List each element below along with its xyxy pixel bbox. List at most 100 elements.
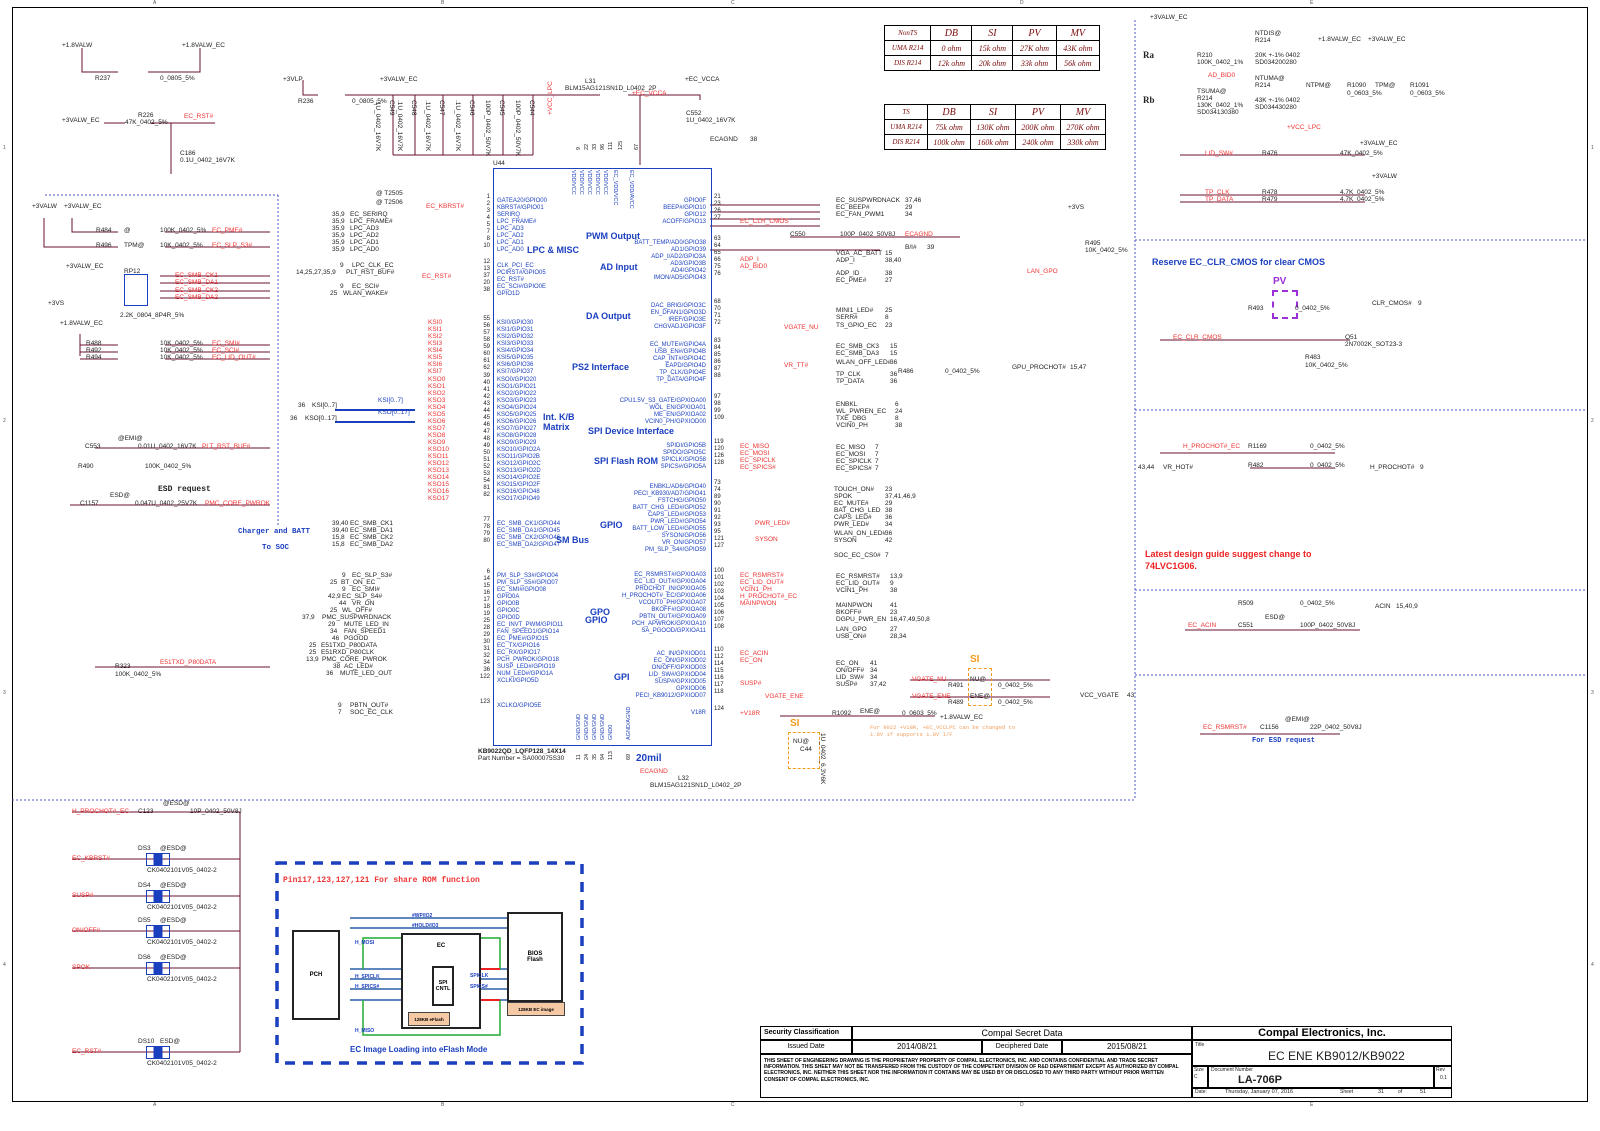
ec-chip-u44: [493, 168, 712, 746]
pin-label: ADP_I/AD2/GPIO3A: [651, 254, 706, 260]
tvs-diode-icon: [146, 962, 170, 975]
power-pin-number: 33: [592, 143, 598, 150]
pin-label: TP_CLK/GPIO4E: [659, 370, 706, 376]
pin-number: 104: [714, 596, 725, 602]
table-header: NonTS: [883, 25, 932, 41]
chip-part-number: Part Number = SA000075S30: [478, 755, 565, 762]
pin-number: 48: [483, 436, 490, 442]
pin-number: 56: [483, 323, 490, 329]
pin-number: 88: [714, 373, 721, 379]
pin-number: 126: [714, 453, 725, 459]
sheet-ref: 37,42: [870, 681, 887, 688]
value-label: 100P_0402_50V7K: [514, 100, 521, 157]
net-label: EC_SMB_CK1: [350, 520, 393, 527]
net-label: KSI3: [428, 340, 443, 347]
pin-number: 102: [714, 582, 725, 588]
net-label: BT_ON_EC: [341, 579, 376, 586]
disclaimer: THIS SHEET OF ENGINEERING DRAWING IS THE…: [760, 1054, 1192, 1098]
group-gpio-right: GPIO: [600, 520, 623, 530]
pin-number: 17: [483, 597, 490, 603]
sheet-ref: 37,9: [302, 614, 315, 621]
pin-number: 87: [714, 366, 721, 372]
sheet-ref: 36: [298, 402, 306, 409]
power-pin-label: EC_VDD/VCC: [612, 170, 618, 206]
pin-number: 116: [714, 675, 724, 681]
signal-label: H_MOSI: [355, 940, 375, 946]
net-label: LID_SW#: [1205, 150, 1233, 157]
ref-label: R488: [86, 340, 102, 347]
sheet-ref: 15,40,9: [1396, 603, 1418, 610]
deciphered-label: Deciphered Date: [982, 1040, 1062, 1054]
net-label: EC_SCI#: [212, 347, 240, 354]
power-pin-number: 67: [634, 143, 640, 150]
pin-label: PROCHOT_IN/GPXIOA05: [635, 586, 706, 592]
table-header: TS: [883, 104, 929, 120]
sheet-total: 51: [1420, 1089, 1427, 1095]
net-label: MAINPWON: [836, 602, 873, 609]
net-label: MUTE_LED_OUT: [340, 670, 393, 677]
chip-part: KB9022QD_LQFP128_14X14: [478, 748, 566, 755]
pin-number: 86: [714, 359, 721, 365]
sheet-ref: 35,9: [332, 232, 345, 239]
sheet-ref: 15,8: [332, 541, 345, 548]
net-label: PMC_CORE_PWROK: [205, 500, 271, 507]
zone-label: 4: [1591, 962, 1594, 968]
value-label: 2.2K_0804_8P4R_5%: [120, 312, 185, 319]
option-label: @ESD@: [160, 954, 187, 961]
net-label: VGATE_NU: [912, 676, 947, 683]
pin-number: 12: [483, 259, 490, 265]
value-label: .1U_0402_16V7K: [374, 100, 381, 152]
bus-label: KSI[0..7]: [312, 402, 337, 409]
sheet-ref: 9: [340, 262, 344, 269]
ref-label: DS5: [138, 917, 151, 924]
option-label: @ESD@: [160, 917, 187, 924]
net-label: EC_BEEP#: [836, 204, 870, 211]
net-label: EC_MOSI: [740, 450, 770, 457]
pin-number: 74: [714, 487, 721, 493]
pin-number: 92: [714, 515, 721, 521]
group-spi-flash: SPI Flash ROM: [594, 456, 659, 466]
pin-label: PM_SLP_S4#/GPIO59: [644, 547, 706, 553]
net-label: ADP_I: [836, 257, 855, 264]
pin-number: 23: [714, 201, 721, 207]
pin-label: PM_SLP_S3#/GPIO04: [497, 573, 559, 579]
sheet-ref: 29: [905, 204, 913, 211]
pin-number: 89: [714, 494, 721, 500]
row-label: DIS R214: [883, 55, 932, 71]
esd-note: For ESD request: [1252, 737, 1316, 745]
net-label: WLAN_OFF_LED#: [836, 359, 892, 366]
group-da: DA Output: [586, 311, 631, 321]
net-label: TS_GPIO_EC: [836, 322, 877, 329]
value-label: 0_0805_5%: [160, 75, 195, 82]
rail-label: +3VS: [48, 300, 65, 307]
net-label: VCIN1_PH: [836, 587, 868, 594]
ref-label: C544: [528, 100, 535, 116]
pin-number: 55: [483, 316, 490, 322]
ref-label: C546: [468, 100, 475, 116]
gnd-pin-label: GND/GND: [592, 714, 598, 740]
net-label: LAN_GPO: [1027, 268, 1058, 275]
sheet-ref: 15: [890, 343, 898, 350]
net-label: KSO3: [428, 397, 446, 404]
ref-label: R237: [95, 75, 111, 82]
pin-label: GPIO0B: [497, 601, 520, 607]
net-label: TP_DATA: [1205, 196, 1234, 203]
share-rom-caption: EC Image Loading into eFlash Mode: [350, 1045, 488, 1054]
net-label: EC_PME#: [212, 227, 243, 234]
value-label: BLM15AG121SN1D_L0402_2P: [650, 782, 742, 789]
rev-cell: [1434, 1066, 1452, 1088]
table-cell: 27K ohm: [1012, 40, 1057, 56]
pin-number: 14: [483, 576, 490, 582]
option-label: ESD@: [1265, 614, 1285, 621]
net-label: SPOK: [72, 964, 91, 971]
sheet-ref: 9: [342, 586, 346, 593]
pin-label: EC_SMB_DA2/GPIO47: [497, 542, 561, 548]
sheet-ref: 25: [330, 290, 338, 297]
net-label: SOC_EC_CLK: [350, 709, 393, 716]
net-label: KSO11: [428, 453, 449, 460]
ref-label: C545: [498, 100, 505, 116]
pin-number: 106: [714, 610, 725, 616]
net-label: H_PROCHOT#_EC: [740, 593, 798, 600]
size-cell: [1192, 1066, 1208, 1088]
net-label: E51TXD_P80DATA: [160, 659, 217, 666]
